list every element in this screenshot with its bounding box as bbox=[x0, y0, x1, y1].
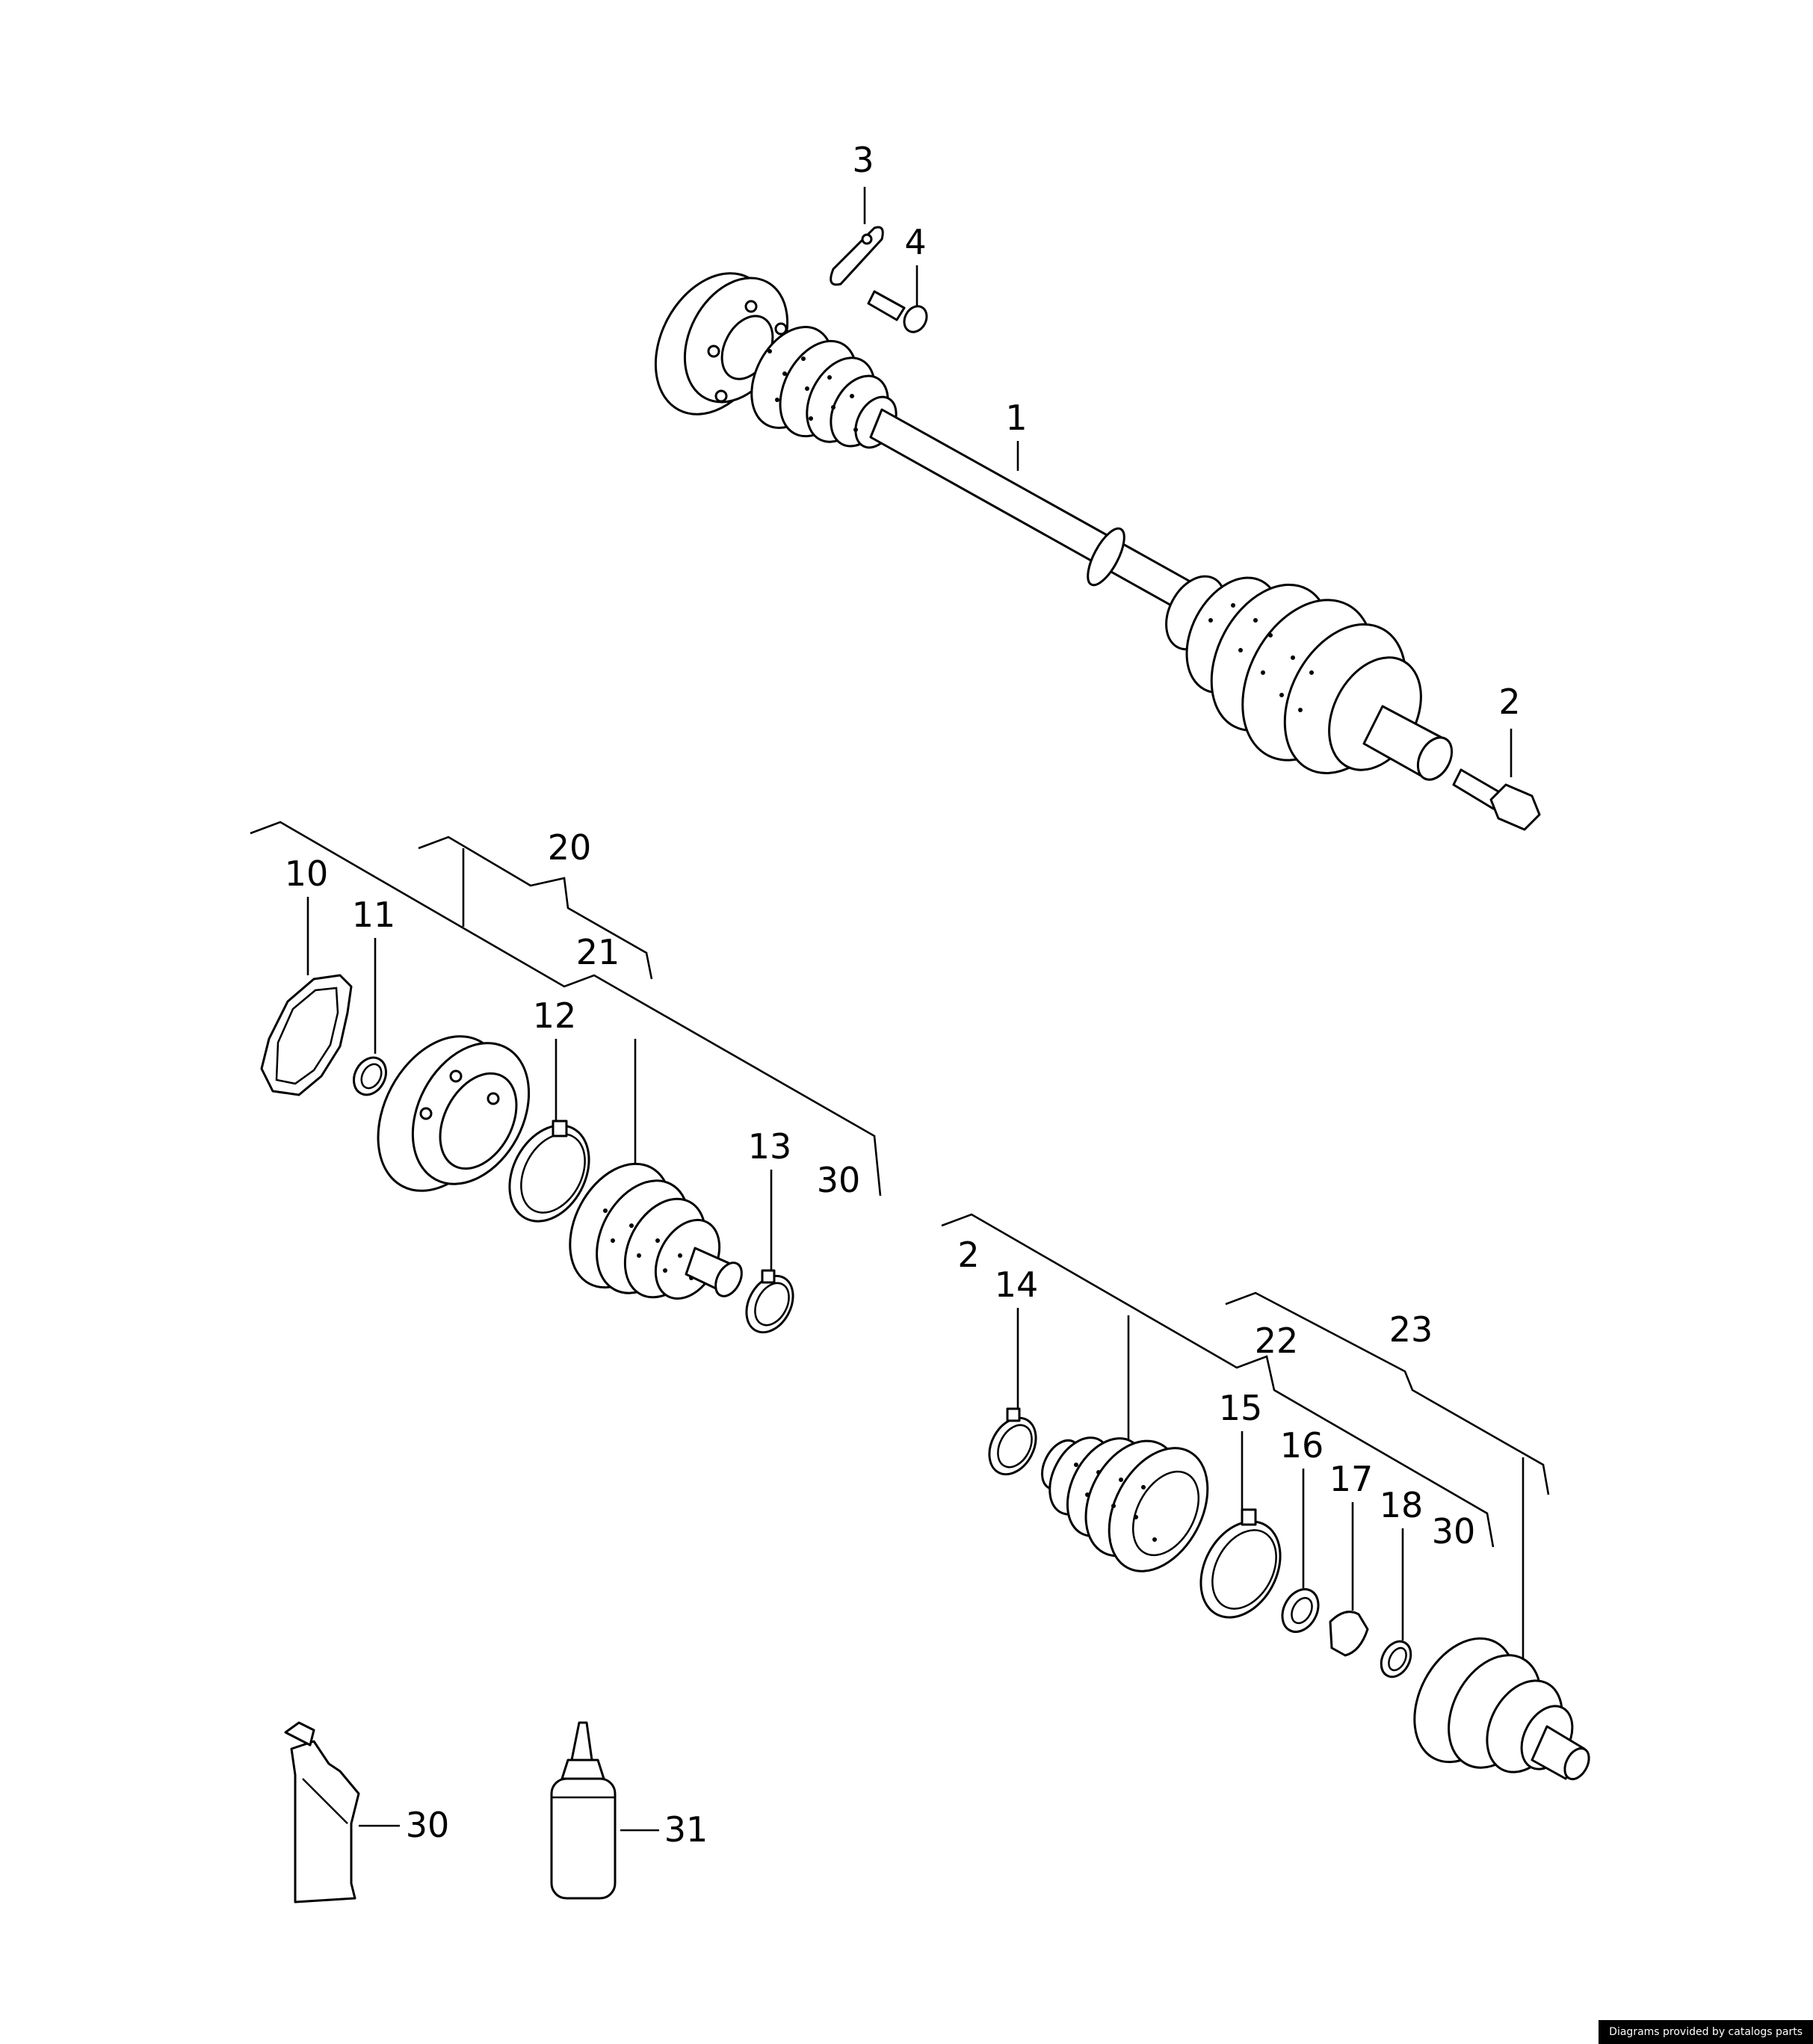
svg-text:2: 2 bbox=[957, 1235, 979, 1275]
svg-text:14: 14 bbox=[995, 1265, 1039, 1305]
svg-text:18: 18 bbox=[1380, 1485, 1424, 1525]
svg-text:4: 4 bbox=[904, 222, 926, 262]
hex-bolt[interactable] bbox=[1452, 768, 1541, 831]
cv-joint-housing[interactable] bbox=[353, 1015, 552, 1213]
callout-2-right[interactable]: 2 bbox=[957, 1235, 979, 1275]
callout-17[interactable]: 17 bbox=[1329, 1459, 1374, 1611]
callout-15[interactable]: 15 bbox=[1219, 1388, 1263, 1510]
callout-18[interactable]: 18 bbox=[1380, 1485, 1424, 1640]
svg-text:30: 30 bbox=[817, 1160, 861, 1200]
circlip-right[interactable] bbox=[1375, 1636, 1416, 1682]
credit-badge: Diagrams provided by catalogs parts bbox=[1599, 2020, 1813, 2044]
svg-text:23: 23 bbox=[1389, 1309, 1433, 1350]
sealant-bottle[interactable] bbox=[550, 1721, 617, 1900]
callout-10[interactable]: 10 bbox=[285, 853, 329, 975]
callout-30-left[interactable]: 30 bbox=[817, 1160, 861, 1200]
bracket-30-left bbox=[250, 821, 882, 1197]
callout-12[interactable]: 12 bbox=[533, 995, 577, 1121]
callout-30-grease[interactable]: 30 bbox=[359, 1805, 449, 1845]
bracket-30-right bbox=[941, 1213, 1495, 1548]
boot-texture bbox=[767, 349, 1314, 712]
callout-30-right[interactable]: 30 bbox=[1432, 1511, 1476, 1551]
callout-13[interactable]: 13 bbox=[748, 1126, 792, 1270]
svg-text:10: 10 bbox=[285, 853, 329, 894]
callout-1[interactable]: 1 bbox=[1005, 398, 1028, 471]
cv-boot-right[interactable] bbox=[1034, 1425, 1227, 1588]
hose-clamp-large[interactable] bbox=[494, 1111, 605, 1235]
callout-4[interactable]: 4 bbox=[904, 222, 927, 306]
bracket-23 bbox=[1225, 1291, 1550, 1495]
socket-head-bolt[interactable] bbox=[867, 290, 931, 336]
svg-text:16: 16 bbox=[1280, 1425, 1324, 1466]
callout-16[interactable]: 16 bbox=[1280, 1425, 1324, 1588]
hose-clamp-small[interactable] bbox=[737, 1268, 802, 1341]
lock-plate[interactable] bbox=[830, 226, 884, 286]
svg-text:12: 12 bbox=[533, 995, 577, 1036]
drive-shaft-assembly[interactable] bbox=[632, 253, 1458, 794]
svg-text:13: 13 bbox=[748, 1126, 792, 1167]
hose-clamp-right-large[interactable] bbox=[1185, 1507, 1297, 1631]
callout-31[interactable]: 31 bbox=[620, 1809, 708, 1850]
thrust-ring[interactable] bbox=[1329, 1611, 1369, 1657]
callout-20[interactable]: 20 bbox=[548, 827, 592, 868]
svg-text:30: 30 bbox=[406, 1805, 450, 1845]
hose-clamp-right-small[interactable] bbox=[980, 1407, 1045, 1482]
circlip[interactable] bbox=[348, 1052, 392, 1101]
callout-23[interactable]: 23 bbox=[1389, 1309, 1433, 1350]
outer-cv-joint[interactable] bbox=[1395, 1621, 1594, 1785]
grease-tube[interactable] bbox=[284, 1721, 360, 1903]
dished-washer[interactable] bbox=[1275, 1583, 1325, 1638]
gasket[interactable] bbox=[260, 974, 353, 1096]
svg-text:20: 20 bbox=[548, 827, 592, 868]
callout-2[interactable]: 2 bbox=[1498, 682, 1521, 777]
callout-22[interactable]: 22 bbox=[1255, 1321, 1299, 1361]
svg-text:15: 15 bbox=[1219, 1388, 1263, 1428]
callout-3[interactable]: 3 bbox=[852, 140, 874, 224]
svg-text:22: 22 bbox=[1255, 1321, 1299, 1361]
cv-boot-left[interactable] bbox=[550, 1146, 747, 1311]
svg-text:17: 17 bbox=[1329, 1459, 1374, 1499]
bracket-20 bbox=[418, 836, 653, 980]
callout-11[interactable]: 11 bbox=[352, 895, 396, 1054]
svg-text:30: 30 bbox=[1432, 1511, 1476, 1551]
svg-text:3: 3 bbox=[852, 140, 874, 180]
callout-21[interactable]: 21 bbox=[576, 932, 620, 972]
svg-text:21: 21 bbox=[576, 932, 620, 972]
svg-text:2: 2 bbox=[1498, 682, 1520, 722]
svg-text:11: 11 bbox=[352, 895, 396, 935]
callout-14[interactable]: 14 bbox=[995, 1265, 1039, 1409]
svg-text:31: 31 bbox=[664, 1809, 708, 1850]
svg-text:1: 1 bbox=[1005, 398, 1027, 438]
